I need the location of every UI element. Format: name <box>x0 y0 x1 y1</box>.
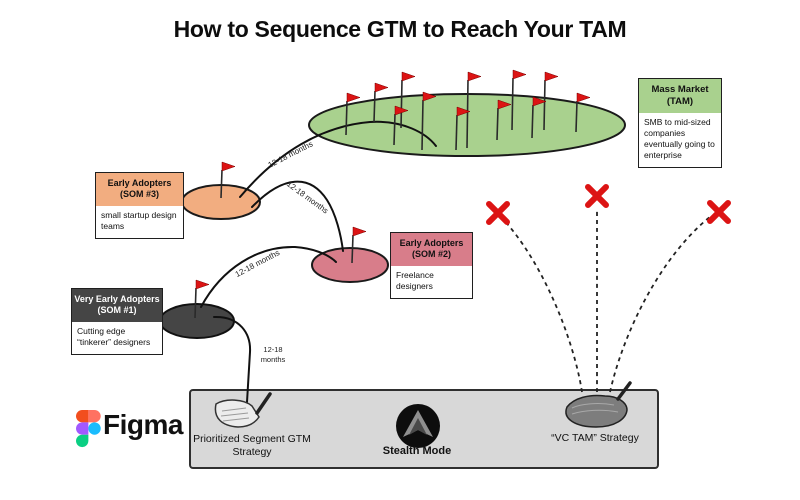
arc-som2-to-som3 <box>251 180 344 252</box>
som3-label-box: Early Adopters (SOM #3) small startup de… <box>95 172 184 239</box>
x-mark-right <box>707 200 731 224</box>
som2-label-box: Early Adopters (SOM #2) Freelance design… <box>390 232 473 299</box>
flag-icon <box>400 71 416 129</box>
arc-som1-to-som2 <box>200 245 337 308</box>
flag-icon <box>511 69 527 131</box>
prioritized-segment-label: Prioritized Segment GTM Strategy <box>193 433 311 458</box>
flag-icon <box>455 106 471 151</box>
flag-icon <box>496 99 512 141</box>
flag-icon <box>543 71 559 131</box>
iron-club-icon <box>214 392 272 428</box>
vc-tam-strategy-label: “VC TAM” Strategy <box>551 432 639 444</box>
som1-tee-ellipse <box>159 303 235 339</box>
som3-header: Early Adopters (SOM #3) <box>96 173 183 206</box>
flag-icon <box>421 91 437 151</box>
figma-logo-icon <box>76 410 101 448</box>
x-mark-middle <box>585 184 609 208</box>
driver-club-icon <box>565 381 632 428</box>
flag-icon <box>531 96 547 139</box>
flag-icon <box>194 279 210 319</box>
som2-description: Freelance designers <box>396 269 434 291</box>
tam-header: Mass Market (TAM) <box>639 79 721 113</box>
shot-duration-line2: months <box>260 355 286 365</box>
flag-icon <box>220 161 236 199</box>
som1-description: Cutting edge “tinkerer” designers <box>77 325 151 347</box>
som1-label-box: Very Early Adopters (SOM #1) Cutting edg… <box>71 288 163 355</box>
dashed-shot-left <box>501 217 583 393</box>
flag-icon <box>393 105 409 146</box>
flag-icon <box>351 226 367 264</box>
page-title: How to Sequence GTM to Reach Your TAM <box>173 16 627 42</box>
som2-header: Early Adopters (SOM #2) <box>391 233 472 266</box>
stealth-icon <box>396 404 440 448</box>
tam-description: SMB to mid-sized companies eventually go… <box>644 116 715 160</box>
x-mark-left <box>486 201 510 225</box>
som2-tee-ellipse <box>311 247 389 283</box>
shot-duration-label: 12-18 months <box>253 345 293 365</box>
som3-description: small startup design teams <box>101 209 177 231</box>
shot-line-som1 <box>213 315 252 403</box>
tam-label-box: Mass Market (TAM) SMB to mid-sized compa… <box>638 78 722 168</box>
som1-header: Very Early Adopters (SOM #1) <box>72 289 162 322</box>
arc-som3-to-tam <box>239 120 437 198</box>
flag-icon <box>575 92 591 133</box>
flag-icon <box>466 71 482 149</box>
flag-icon <box>345 92 361 136</box>
stealth-mode-label: Stealth Mode <box>382 445 452 457</box>
dashed-shot-right <box>609 215 712 393</box>
shot-duration-line1: 12-18 <box>263 345 283 354</box>
figma-wordmark: Figma <box>103 409 183 440</box>
flag-icon <box>373 82 389 123</box>
